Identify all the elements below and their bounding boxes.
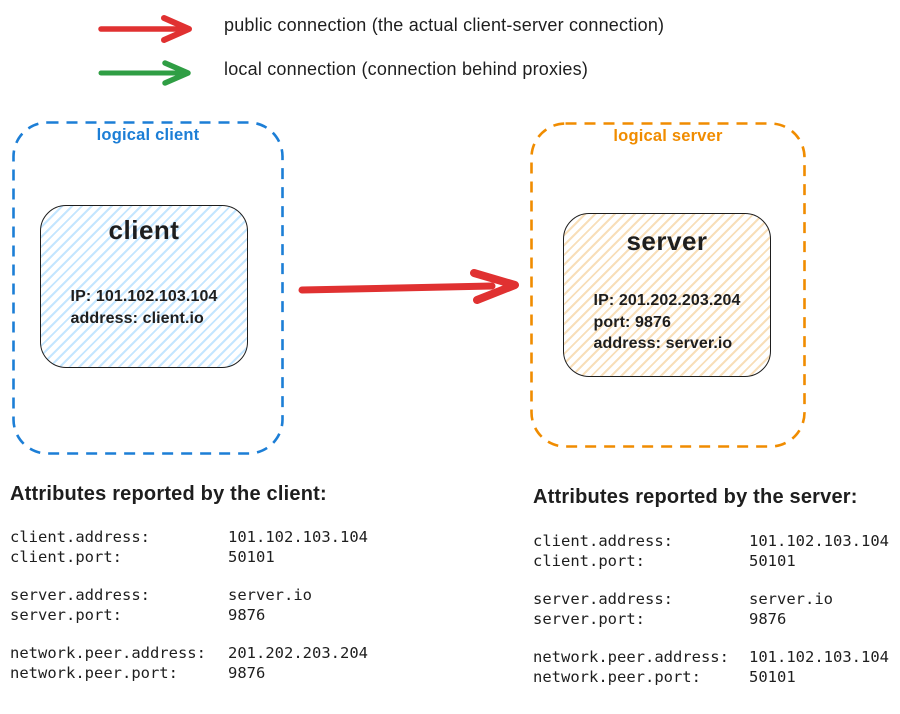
logical-client-label: logical client: [96, 126, 200, 144]
client-ip-line: IP: 101.102.103.104: [70, 288, 218, 305]
client-attributes-table: client.address: 101.102.103.104 client.p…: [10, 528, 368, 683]
attr-value: 50101: [749, 551, 796, 570]
attr-value: server.io: [749, 590, 833, 608]
attr-value: 9876: [228, 605, 266, 624]
attr-row: client.port: 50101: [533, 552, 889, 572]
attr-key: client.port:: [10, 547, 122, 566]
attr-row: server.address: server.io: [533, 590, 889, 610]
attr-key: network.peer.port:: [533, 667, 701, 686]
server-node-title: server: [626, 226, 708, 256]
attr-row: server.port: 9876: [10, 606, 368, 626]
server-attributes-table: client.address: 101.102.103.104 client.p…: [533, 532, 889, 687]
server-node: server IP: 201.202.203.204 port: 9876 ad…: [563, 213, 771, 377]
logical-server-border: [530, 122, 806, 448]
client-node-title: client: [108, 215, 180, 245]
attr-key: client.address:: [10, 528, 150, 546]
attr-group-gap: [533, 629, 889, 648]
attr-row: server.port: 9876: [533, 610, 889, 630]
server-address-line: address: server.io: [593, 335, 733, 352]
attr-value: 9876: [749, 609, 787, 628]
logical-client-border: [12, 121, 284, 455]
attr-key: server.address:: [533, 590, 673, 608]
attr-row: server.address: server.io: [10, 586, 368, 606]
attr-value: server.io: [228, 586, 312, 604]
attr-key: server.port:: [10, 605, 122, 624]
client-server-connection-arrow-icon: [298, 269, 519, 304]
client-address-line: address: client.io: [70, 309, 204, 327]
attr-row: network.peer.address: 201.202.203.204: [10, 644, 368, 664]
public-connection-arrow-icon: [98, 15, 192, 43]
attr-key: client.port:: [533, 551, 645, 570]
client-node: client IP: 101.102.103.104 address: clie…: [40, 205, 248, 368]
attr-value: 101.102.103.104: [749, 648, 889, 666]
attr-row: network.peer.port: 50101: [533, 668, 889, 688]
attr-key: server.address:: [10, 586, 150, 604]
attr-group-gap: [10, 567, 368, 586]
attr-value: 50101: [228, 547, 275, 566]
attr-key: client.address:: [533, 532, 673, 550]
attr-key: network.peer.address:: [10, 644, 206, 662]
attr-row: client.address: 101.102.103.104: [533, 532, 889, 552]
local-connection-arrow-icon: [98, 60, 191, 86]
attr-key: network.peer.address:: [533, 648, 729, 666]
logical-server-label: logical server: [613, 127, 723, 145]
logical-client-group: logical client client IP: 101.102.103.10…: [12, 121, 284, 455]
public-connection-legend-label: public connection (the actual client-ser…: [224, 15, 665, 35]
attr-key: network.peer.port:: [10, 663, 178, 682]
local-connection-legend-label: local connection (connection behind prox…: [224, 59, 589, 79]
attr-value: 201.202.203.204: [228, 644, 368, 662]
server-attributes-heading: Attributes reported by the server:: [533, 486, 858, 508]
attr-row: client.address: 101.102.103.104: [10, 528, 368, 548]
attr-value: 9876: [228, 663, 266, 682]
server-ip-line: IP: 201.202.203.204: [593, 292, 741, 309]
attr-value: 101.102.103.104: [749, 532, 889, 550]
attr-row: client.port: 50101: [10, 548, 368, 568]
attr-row: network.peer.port: 9876: [10, 664, 368, 684]
logical-server-group: logical server server IP: 201.202.203.20…: [530, 122, 806, 448]
attr-key: server.port:: [533, 609, 645, 628]
client-attributes-heading: Attributes reported by the client:: [10, 483, 327, 505]
attr-row: network.peer.address: 101.102.103.104: [533, 648, 889, 668]
attr-group-gap: [533, 571, 889, 590]
attr-group-gap: [10, 625, 368, 644]
server-port-line: port: 9876: [593, 313, 671, 331]
attr-value: 101.102.103.104: [228, 528, 368, 546]
attr-value: 50101: [749, 667, 796, 686]
